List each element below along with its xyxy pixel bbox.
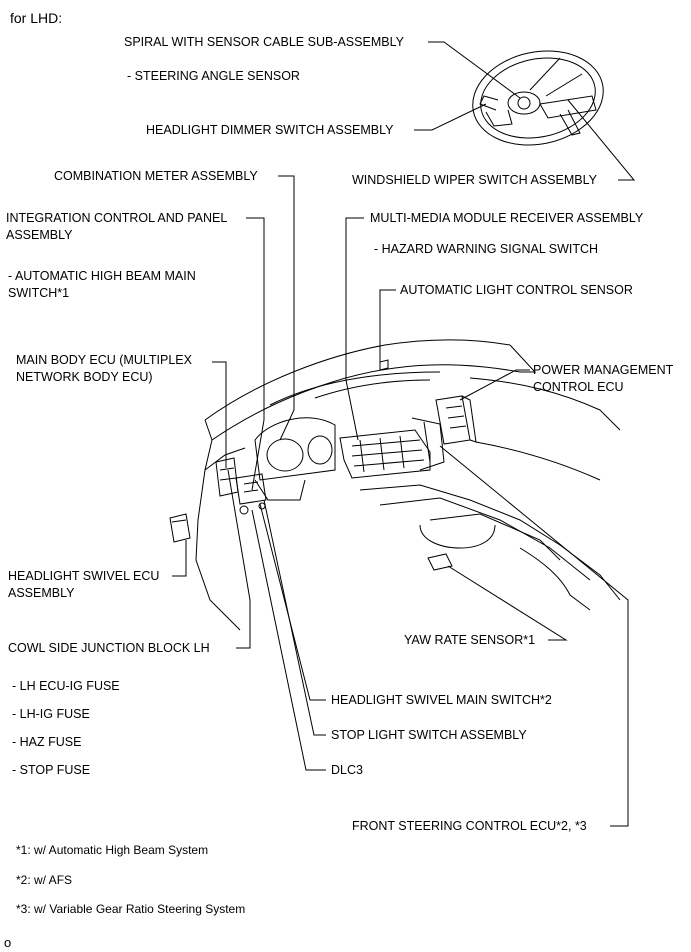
dashboard-illustration (169, 339, 621, 631)
label-front-steering-control-ecu: FRONT STEERING CONTROL ECU*2, *3 (352, 819, 587, 833)
leader-lines (172, 41, 636, 827)
label-steering-angle-sensor: - STEERING ANGLE SENSOR (127, 69, 300, 83)
label-main-body-ecu-line2: NETWORK BODY ECU) (16, 370, 153, 384)
label-power-management-line1: POWER MANAGEMENT (533, 363, 674, 377)
diagram-heading: for LHD: (10, 10, 63, 26)
label-power-management-line2: CONTROL ECU (533, 380, 624, 394)
label-headlight-dimmer: HEADLIGHT DIMMER SWITCH ASSEMBLY (146, 123, 394, 137)
label-haz-fuse: - HAZ FUSE (12, 735, 82, 749)
label-hazard-switch: - HAZARD WARNING SIGNAL SWITCH (374, 242, 599, 256)
footnote-3: *3: w/ Variable Gear Ratio Steering Syst… (16, 902, 246, 916)
label-headlight-swivel-ecu-line2: ASSEMBLY (8, 586, 75, 600)
label-lh-ecu-ig-fuse: - LH ECU-IG FUSE (12, 679, 120, 693)
steering-wheel-illustration (472, 50, 604, 146)
label-integration-control-line2: ASSEMBLY (6, 228, 73, 242)
footnote-1: *1: w/ Automatic High Beam System (16, 843, 209, 857)
corner-mark: o (4, 935, 12, 950)
label-auto-high-beam-line1: - AUTOMATIC HIGH BEAM MAIN (8, 269, 196, 283)
label-auto-light-sensor: AUTOMATIC LIGHT CONTROL SENSOR (400, 283, 633, 297)
label-integration-control-line1: INTEGRATION CONTROL AND PANEL (6, 211, 228, 225)
label-stop-fuse: - STOP FUSE (12, 763, 91, 777)
label-lh-ig-fuse: - LH-IG FUSE (12, 707, 90, 721)
label-windshield-wiper: WINDSHIELD WIPER SWITCH ASSEMBLY (352, 173, 597, 187)
label-combination-meter: COMBINATION METER ASSEMBLY (54, 169, 258, 183)
footnote-2: *2: w/ AFS (16, 873, 73, 887)
label-headlight-swivel-main-switch: HEADLIGHT SWIVEL MAIN SWITCH*2 (331, 693, 552, 707)
label-multimedia-receiver: MULTI-MEDIA MODULE RECEIVER ASSEMBLY (370, 211, 644, 225)
label-auto-high-beam-line2: SWITCH*1 (8, 286, 70, 300)
label-yaw-rate-sensor: YAW RATE SENSOR*1 (404, 633, 536, 647)
label-spiral-cable: SPIRAL WITH SENSOR CABLE SUB-ASSEMBLY (124, 35, 404, 49)
label-dlc3: DLC3 (331, 763, 363, 777)
label-headlight-swivel-ecu-line1: HEADLIGHT SWIVEL ECU (8, 569, 160, 583)
label-stop-light-switch: STOP LIGHT SWITCH ASSEMBLY (331, 728, 527, 742)
label-cowl-side-junction-block: COWL SIDE JUNCTION BLOCK LH (8, 641, 210, 655)
label-main-body-ecu-line1: MAIN BODY ECU (MULTIPLEX (16, 353, 192, 367)
